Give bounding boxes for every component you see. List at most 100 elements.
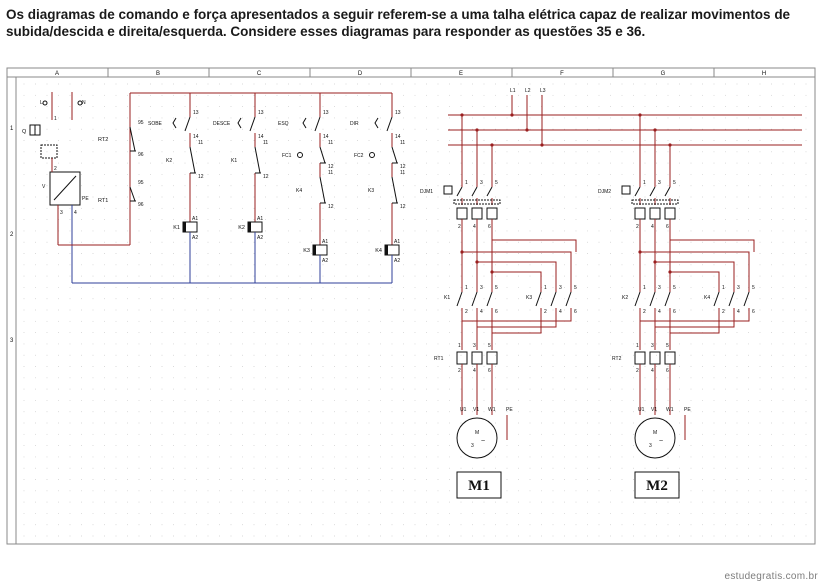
grid-dot <box>667 162 669 164</box>
grid-dot <box>598 433 600 435</box>
grid-dot <box>127 185 128 187</box>
grid-dot <box>771 173 772 175</box>
grid-dot <box>391 433 393 435</box>
grid-dot <box>575 445 577 447</box>
grid-dot <box>69 343 71 345</box>
grid-dot <box>230 524 232 526</box>
row-label: 1 <box>10 126 14 132</box>
grid-dot <box>610 501 611 503</box>
grid-dot <box>322 117 324 119</box>
grid-dot <box>759 490 761 492</box>
grid-dot <box>299 479 301 480</box>
grid-dot <box>23 264 25 266</box>
grid-dot <box>35 422 36 424</box>
grid-dot <box>633 264 634 266</box>
reversing-wire <box>640 251 750 285</box>
grid-dot <box>184 535 186 537</box>
grid-dot <box>506 524 508 526</box>
grid-dot <box>322 320 324 322</box>
grid-dot <box>575 185 577 187</box>
grid-dot <box>794 298 795 300</box>
grid-dot <box>759 501 761 503</box>
grid-dot <box>299 512 301 514</box>
grid-dot <box>35 83 36 85</box>
grid-dot <box>173 309 174 311</box>
grid-dot <box>219 241 220 243</box>
grid-dot <box>173 467 174 469</box>
grid-dot <box>541 241 542 243</box>
grid-dot <box>483 140 485 141</box>
grid-dot <box>518 106 519 108</box>
grid-dot <box>506 162 508 164</box>
grid-dot <box>552 343 554 345</box>
terminal-label: 4 <box>559 309 562 315</box>
grid-dot <box>92 456 94 458</box>
grid-dot <box>564 117 565 119</box>
grid-dot <box>782 94 784 96</box>
grid-dot <box>115 512 117 514</box>
grid-dot <box>391 479 393 480</box>
grid-dot <box>288 354 289 356</box>
grid-dot <box>173 117 174 119</box>
grid-dot <box>759 185 761 187</box>
grid-dot <box>161 535 163 537</box>
grid-dot <box>690 309 692 311</box>
grid-dot <box>196 173 197 175</box>
grid-dot <box>299 185 301 187</box>
grid-dot <box>35 162 36 164</box>
grid-dot <box>150 275 151 277</box>
grid-dot <box>552 456 554 458</box>
grid-dot <box>276 512 278 514</box>
grid-dot <box>564 253 565 254</box>
grid-dot <box>357 298 358 300</box>
grid-dot <box>518 309 519 311</box>
grid-dot <box>345 456 347 458</box>
grid-dot <box>633 343 634 345</box>
grid-dot <box>552 219 554 221</box>
grid-dot <box>667 309 669 311</box>
grid-dot <box>104 106 105 108</box>
grid-dot <box>725 490 726 492</box>
grid-dot <box>69 230 71 232</box>
grid-dot <box>759 320 761 322</box>
grid-dot <box>587 332 588 334</box>
grid-dot <box>702 411 703 413</box>
grid-dot <box>702 219 703 221</box>
grid-dot <box>334 106 335 108</box>
grid-dot <box>288 230 289 232</box>
grid-dot <box>322 479 324 480</box>
grid-dot <box>552 286 554 288</box>
grid-dot <box>334 332 335 334</box>
grid-dot <box>81 445 82 447</box>
grid-dot <box>184 207 186 209</box>
grid-dot <box>702 399 703 401</box>
grid-dot <box>449 366 450 367</box>
grid-dot <box>104 309 105 311</box>
grid-dot <box>449 411 450 413</box>
grid-dot <box>426 230 427 232</box>
grid-dot <box>345 332 347 334</box>
grid-dot <box>759 354 761 356</box>
grid-dot <box>483 332 485 334</box>
grid-dot <box>564 501 565 503</box>
grid-dot <box>598 320 600 322</box>
grid-dot <box>115 377 117 379</box>
grid-dot <box>115 275 117 277</box>
grid-dot <box>644 535 646 537</box>
terminal-label: 6 <box>574 309 577 315</box>
grid-dot <box>644 128 646 130</box>
grid-dot <box>575 264 577 266</box>
grid-dot <box>322 241 324 243</box>
grid-dot <box>621 151 623 153</box>
grid-dot <box>564 151 565 153</box>
grid-dot <box>483 524 485 526</box>
grid-dot <box>242 512 243 514</box>
grid-dot <box>575 253 577 254</box>
grid-dot <box>150 253 151 254</box>
grid-dot <box>311 173 312 175</box>
grid-dot <box>794 230 795 232</box>
grid-dot <box>334 196 335 198</box>
grid-dot <box>81 501 82 503</box>
grid-dot <box>115 230 117 232</box>
grid-dot <box>173 399 174 401</box>
